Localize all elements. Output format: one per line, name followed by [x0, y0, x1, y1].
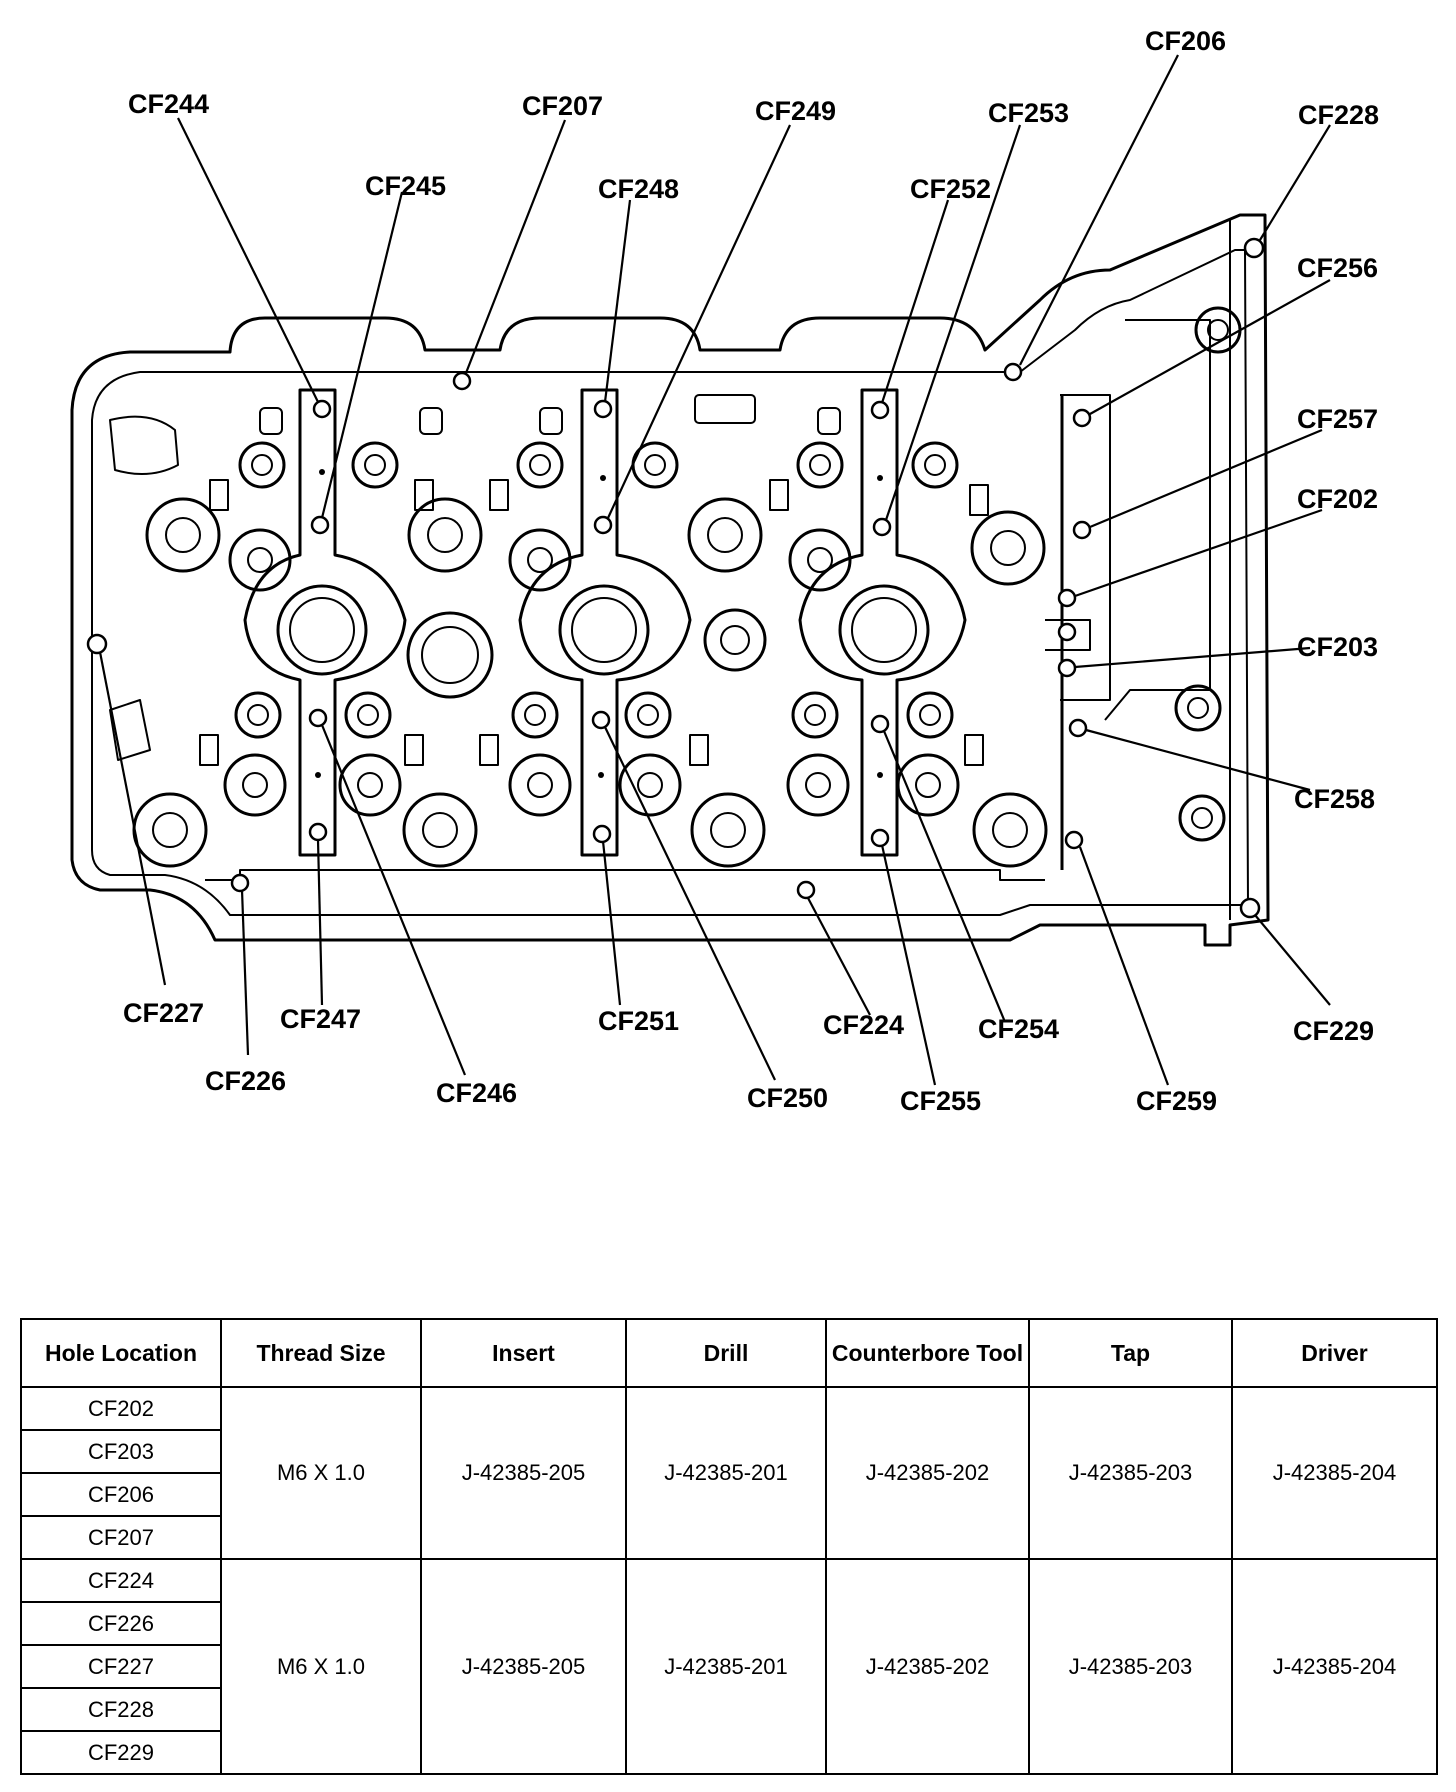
header-driver: Driver	[1231, 1318, 1438, 1388]
callout-cf224: CF224	[823, 1010, 904, 1040]
callout-cf258: CF258	[1294, 784, 1375, 814]
driver-cell: J-42385-204	[1231, 1386, 1438, 1560]
callout-cf203: CF203	[1297, 632, 1378, 662]
hole-location-cell: CF202	[20, 1386, 222, 1431]
callout-cf250: CF250	[747, 1083, 828, 1113]
tap-cell: J-42385-203	[1028, 1558, 1233, 1775]
callout-cf244: CF244	[128, 89, 209, 119]
header-thread-size: Thread Size	[220, 1318, 422, 1388]
head-inner-outline	[91, 249, 1249, 916]
callout-cf246: CF246	[436, 1078, 517, 1108]
callout-cf251: CF251	[598, 1006, 679, 1036]
table-row: CF202 M6 X 1.0 J-42385-205 J-42385-201 J…	[20, 1386, 1438, 1560]
insert-cell: J-42385-205	[420, 1386, 627, 1560]
hole-location-cell: CF203	[20, 1429, 222, 1474]
drill-cell: J-42385-201	[625, 1386, 827, 1560]
cylinder-head-diagram: CF206 CF244 CF207 CF249 CF253 CF228 CF24…	[70, 26, 1379, 1116]
hole-location-cell: CF229	[20, 1730, 222, 1775]
callout-cf247: CF247	[280, 1004, 361, 1034]
table-row: CF228	[20, 1687, 1437, 1732]
header-counterbore-tool: Counterbore Tool	[825, 1318, 1030, 1388]
callout-cf249: CF249	[755, 96, 836, 126]
callout-cf253: CF253	[988, 98, 1069, 128]
head-outline	[70, 213, 1270, 947]
table-row: CF227	[20, 1644, 1437, 1689]
thread-size-cell: M6 X 1.0	[220, 1558, 422, 1775]
callout-cf248: CF248	[598, 174, 679, 204]
callout-cf206: CF206	[1145, 26, 1226, 56]
table-header-row: Hole Location Thread Size Insert Drill C…	[20, 1318, 1438, 1388]
callout-cf259: CF259	[1136, 1086, 1217, 1116]
callout-cf254: CF254	[978, 1014, 1059, 1044]
header-tap: Tap	[1028, 1318, 1233, 1388]
callout-cf257: CF257	[1297, 404, 1378, 434]
hole-location-cell: CF228	[20, 1687, 222, 1732]
bridge-3	[798, 388, 967, 857]
thread-size-cell: M6 X 1.0	[220, 1386, 422, 1560]
cylinder-head-drawing: CF206 CF244 CF207 CF249 CF253 CF228 CF24…	[70, 26, 1379, 1116]
bridge-2	[518, 388, 692, 857]
table-row: CF226	[20, 1601, 1437, 1646]
table-row: CF203	[20, 1429, 1437, 1474]
callout-cf229: CF229	[1293, 1016, 1374, 1046]
hole-location-cell: CF224	[20, 1558, 222, 1603]
header-hole-location: Hole Location	[20, 1318, 222, 1388]
table-row: CF229	[20, 1730, 1437, 1775]
bridge-1	[243, 388, 407, 857]
tap-cell: J-42385-203	[1028, 1386, 1233, 1560]
callout-cf252: CF252	[910, 174, 991, 204]
callout-cf207: CF207	[522, 91, 603, 121]
callout-cf202: CF202	[1297, 484, 1378, 514]
drill-cell: J-42385-201	[625, 1558, 827, 1775]
callout-cf226: CF226	[205, 1066, 286, 1096]
callout-cf227: CF227	[123, 998, 204, 1028]
counterbore-cell: J-42385-202	[825, 1386, 1030, 1560]
driver-cell: J-42385-204	[1231, 1558, 1438, 1775]
insert-cell: J-42385-205	[420, 1558, 627, 1775]
table-row: CF207	[20, 1515, 1437, 1560]
hole-location-cell: CF226	[20, 1601, 222, 1646]
callout-cf245: CF245	[365, 171, 446, 201]
hole-location-cell: CF227	[20, 1644, 222, 1689]
hole-location-cell: CF207	[20, 1515, 222, 1560]
callout-cf228: CF228	[1298, 100, 1379, 130]
head-deck-line	[205, 869, 1045, 881]
callout-cf256: CF256	[1297, 253, 1378, 283]
hole-location-cell: CF206	[20, 1472, 222, 1517]
insert-tool-table: Hole Location Thread Size Insert Drill C…	[20, 1318, 1438, 1775]
counterbore-cell: J-42385-202	[825, 1558, 1030, 1775]
callout-cf255: CF255	[900, 1086, 981, 1116]
header-drill: Drill	[625, 1318, 827, 1388]
header-insert: Insert	[420, 1318, 627, 1388]
table-row: CF224 M6 X 1.0 J-42385-205 J-42385-201 J…	[20, 1558, 1438, 1775]
table-row: CF206	[20, 1472, 1437, 1517]
